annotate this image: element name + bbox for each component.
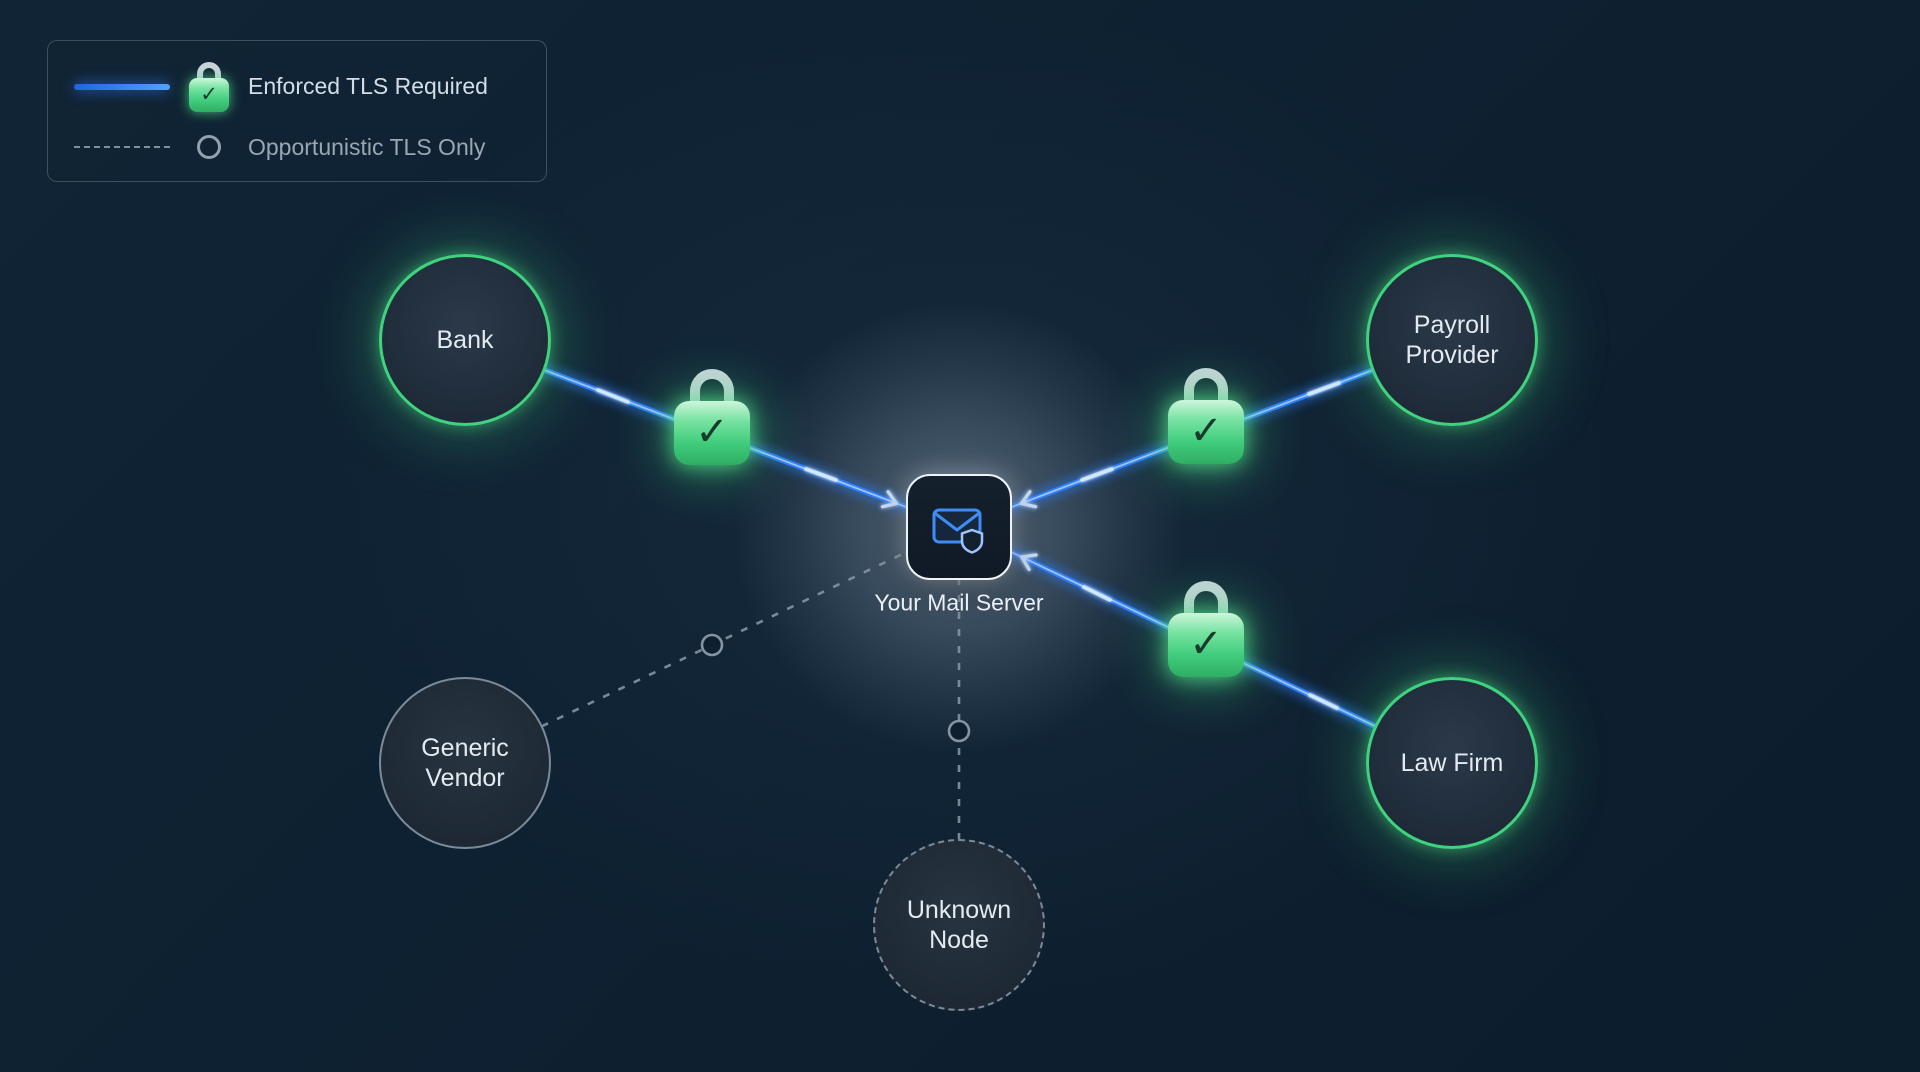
tls-lock-lawfirm-icon: ✓ xyxy=(1168,581,1244,677)
opportunistic-line-sample xyxy=(74,146,170,148)
checkmark-icon: ✓ xyxy=(200,82,218,106)
opportunistic-midpoint-marker xyxy=(700,633,724,657)
opportunistic-midpoint-marker xyxy=(947,719,971,743)
lock-shackle xyxy=(1184,368,1228,408)
legend-enforced-label: Enforced TLS Required xyxy=(248,73,488,99)
checkmark-icon: ✓ xyxy=(1189,408,1223,453)
node-unknown-label: Unknown Node xyxy=(906,895,1012,955)
node-bank: Bank xyxy=(379,254,551,426)
tls-lock-bank-icon: ✓ xyxy=(674,369,750,465)
checkmark-icon: ✓ xyxy=(695,409,729,454)
mail-server-node xyxy=(906,474,1012,580)
node-generic-vendor-label: Generic Vendor xyxy=(421,733,509,793)
node-bank-label: Bank xyxy=(436,325,494,354)
node-unknown: Unknown Node xyxy=(873,839,1045,1011)
enforced-line-sample xyxy=(74,83,170,90)
lock-shackle xyxy=(1184,581,1228,621)
link-unknown-node-opportunistic xyxy=(947,527,971,925)
checkmark-icon: ✓ xyxy=(1189,621,1223,666)
node-law-firm-label: Law Firm xyxy=(1400,748,1504,777)
mail-server-label: Your Mail Server xyxy=(874,589,1044,616)
legend: ✓ Enforced TLS Required Opportunistic TL… xyxy=(47,40,547,182)
legend-row-enforced: ✓ Enforced TLS Required xyxy=(74,61,520,112)
node-law-firm: Law Firm xyxy=(1366,677,1538,849)
legend-row-opportunistic: Opportunistic TLS Only xyxy=(74,134,520,161)
node-generic-vendor: Generic Vendor xyxy=(379,677,551,849)
tls-lock-icon: ✓ xyxy=(189,61,229,112)
tls-lock-payroll-icon: ✓ xyxy=(1168,368,1244,464)
link-generic-vendor-opportunistic xyxy=(464,525,960,765)
node-payroll-provider: Payroll Provider xyxy=(1366,254,1538,426)
node-payroll-provider-label: Payroll Provider xyxy=(1405,310,1499,370)
legend-opportunistic-label: Opportunistic TLS Only xyxy=(248,133,486,160)
shield-icon xyxy=(960,528,984,554)
envelope-shield-icon xyxy=(932,508,984,554)
lock-shackle xyxy=(690,369,734,409)
open-circle-icon xyxy=(197,135,221,159)
